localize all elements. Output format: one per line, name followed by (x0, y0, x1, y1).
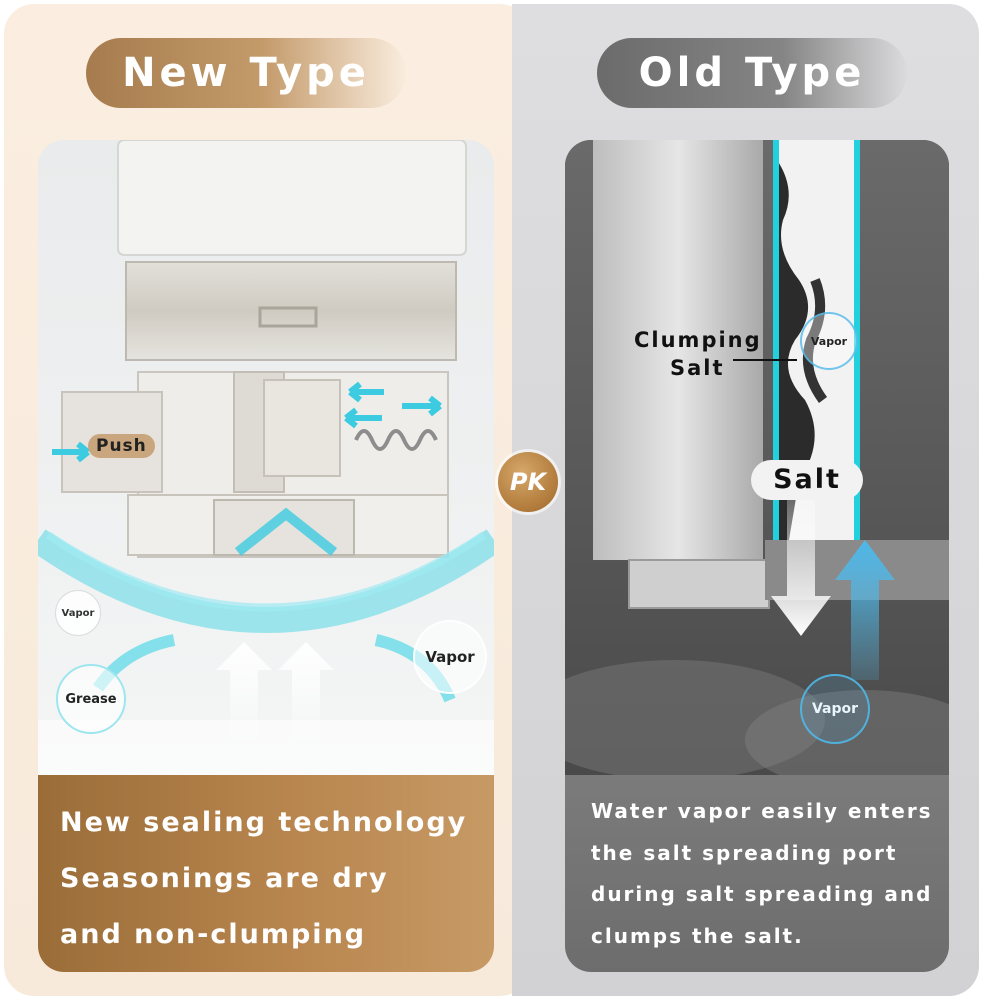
clumping-salt-label: Clumping Salt (634, 326, 762, 382)
old-port-drawing (565, 140, 949, 775)
old-type-illustration (565, 140, 949, 775)
grease-bubble: Grease (56, 664, 126, 734)
old-caption-line-3: during salt spreading and (591, 882, 933, 906)
new-type-caption: New sealing technology Seasonings are dr… (38, 775, 494, 972)
new-caption-line-1: New sealing technology (60, 807, 468, 838)
old-type-title: Old Type (597, 38, 907, 108)
new-caption-line-3: and non-clumping (60, 919, 367, 950)
vapor-label-right: Vapor (425, 648, 475, 666)
vapor-label-small: Vapor (61, 607, 95, 619)
vapor-bubble-right: Vapor (413, 620, 487, 694)
push-label: Push (88, 434, 155, 458)
vapor-bubble-bottom: Vapor (800, 674, 870, 744)
clumping-label-line-2: Salt (670, 356, 725, 380)
vapor-bubble-small: Vapor (55, 590, 101, 636)
old-type-caption: Water vapor easily enters the salt sprea… (565, 775, 949, 972)
old-caption-line-4: clumps the salt. (591, 923, 804, 948)
clumping-label-line-1: Clumping (634, 328, 762, 352)
vapor-label-top: Vapor (810, 334, 848, 348)
pk-badge: PK (498, 452, 558, 512)
grease-label: Grease (65, 691, 117, 707)
salt-label: Salt (751, 460, 863, 500)
vapor-bubble-top: Vapor (800, 312, 858, 370)
old-caption-line-1: Water vapor easily enters (591, 799, 933, 823)
vapor-label-bottom: Vapor (811, 701, 859, 717)
new-caption-line-2: Seasonings are dry (60, 863, 389, 894)
old-caption-line-2: the salt spreading port (591, 840, 898, 865)
new-type-title: New Type (86, 38, 406, 108)
